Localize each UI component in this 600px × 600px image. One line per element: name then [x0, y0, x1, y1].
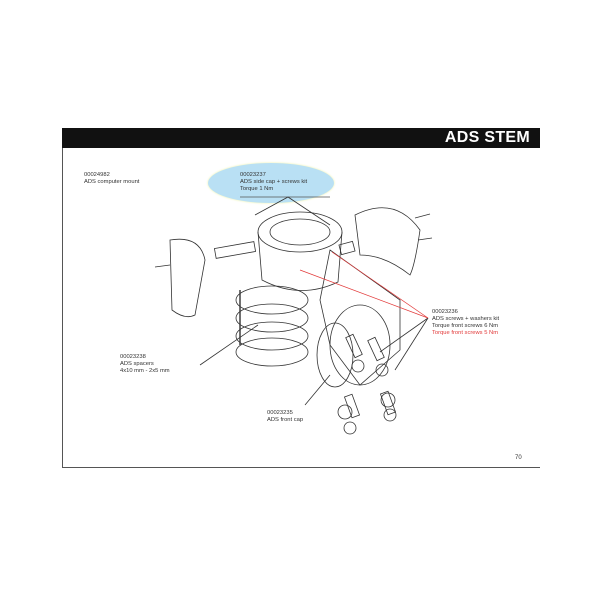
page-number: 70	[515, 455, 522, 461]
bottom-border	[62, 467, 540, 468]
front-screws	[337, 333, 397, 435]
part-name: ADS spacers	[120, 361, 154, 367]
part-code: 00023238	[120, 354, 146, 360]
label-front-cap: 00023235 ADS front cap	[267, 410, 303, 424]
side-cap-right	[354, 207, 421, 276]
part-name: ADS screws + washers kit	[432, 316, 500, 322]
stem-arm	[319, 249, 401, 386]
part-name: ADS computer mount	[84, 179, 140, 185]
red-leader-lines	[299, 251, 429, 319]
part-torque: Torque front screws 6 Nm	[432, 323, 499, 329]
spacer-1	[235, 285, 309, 315]
leader-side-cap	[254, 196, 289, 216]
part-code: 00023235	[267, 410, 293, 416]
bar-clamp	[316, 322, 354, 388]
leader-front-cap	[304, 374, 331, 406]
part-torque: Torque 1 Nm	[240, 186, 274, 192]
spacer-3	[235, 321, 309, 351]
label-screws: 00023236 ADS screws + washers kit Torque…	[432, 309, 499, 337]
label-side-cap: 00023237 ADS side cap + screws kit Torqu…	[240, 172, 307, 193]
part-code: 00023236	[432, 309, 458, 315]
page-title: ADS STEM	[444, 129, 530, 146]
spacer-2	[235, 303, 309, 333]
leader-spacers	[199, 324, 259, 366]
highlight-ellipse	[208, 163, 334, 203]
label-computer-mount: 00024982 ADS computer mount	[84, 172, 139, 186]
label-spacers: 00023238 ADS spacers 4x10 mm - 2x5 mm	[120, 354, 170, 375]
part-size: 4x10 mm - 2x5 mm	[120, 368, 170, 374]
spacer-4	[235, 337, 309, 367]
part-name: ADS side cap + screws kit	[240, 179, 308, 185]
left-border	[62, 148, 63, 468]
part-code: 00023237	[240, 172, 266, 178]
part-name: ADS front cap	[267, 417, 304, 423]
side-cap-left	[169, 238, 206, 318]
leader-screws	[394, 317, 429, 371]
header-bar: ADS STEM	[62, 128, 540, 148]
part-torque-alt: Torque front screws 5 Nm	[432, 330, 499, 336]
side-bolt	[213, 241, 257, 259]
steerer-clamp-body	[257, 231, 343, 291]
part-code: 00024982	[84, 172, 110, 178]
steerer-clamp-top	[257, 211, 343, 253]
